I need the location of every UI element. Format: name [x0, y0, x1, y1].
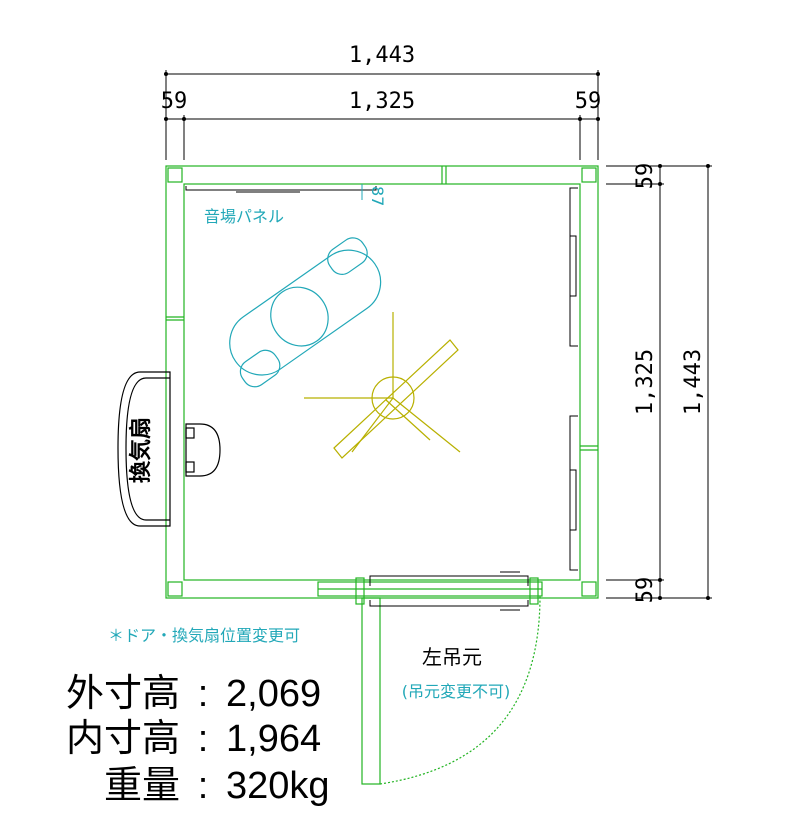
chair-furniture — [229, 237, 382, 388]
spec-label-outer-height: 外寸高 — [66, 673, 180, 715]
door-note: ＊ドア・換気扇位置変更可 — [108, 626, 300, 645]
small-dim-label: 87 — [368, 186, 387, 206]
fan-label: 換気扇 — [128, 417, 154, 483]
right-wall-fixture — [569, 187, 578, 571]
spec-sep-2: : — [198, 718, 209, 760]
outer-width-label: 1,443 — [349, 43, 415, 68]
inner-width-label: 1,325 — [349, 89, 415, 114]
wall-panel-fixture — [185, 186, 377, 193]
ceiling-fixture — [304, 312, 461, 459]
hinge-note: (吊元変更不可) — [402, 682, 511, 701]
spec-value-inner-height: 1,964 — [226, 718, 321, 760]
spec-label-weight: 重量 — [104, 765, 180, 807]
ventilation-fan-icon — [117, 371, 221, 527]
hinge-label: 左吊元 — [422, 645, 482, 669]
spec-label-inner-height: 内寸高 — [66, 718, 180, 760]
spec-value-outer-height: 2,069 — [226, 673, 321, 715]
wall-left-label: 59 — [161, 89, 188, 114]
panel-label: 音場パネル — [204, 207, 284, 226]
spec-sep-3: : — [198, 765, 209, 807]
wall-top-label: 59 — [633, 163, 658, 190]
right-dimensions — [606, 165, 712, 599]
inner-depth-label: 1,325 — [633, 349, 658, 415]
specs-block: 外寸高 : 2,069 内寸高 : 1,964 重量 : 320kg — [66, 673, 330, 807]
spec-sep-1: : — [198, 673, 209, 715]
spec-value-weight: 320kg — [226, 765, 330, 807]
top-dimensions — [165, 70, 599, 160]
wall-bottom-label: 59 — [633, 577, 658, 604]
wall-right-label: 59 — [575, 89, 602, 114]
room-walls — [165, 165, 599, 599]
door — [317, 577, 543, 785]
door-hardware — [369, 571, 529, 611]
outer-depth-label: 1,443 — [681, 349, 706, 415]
